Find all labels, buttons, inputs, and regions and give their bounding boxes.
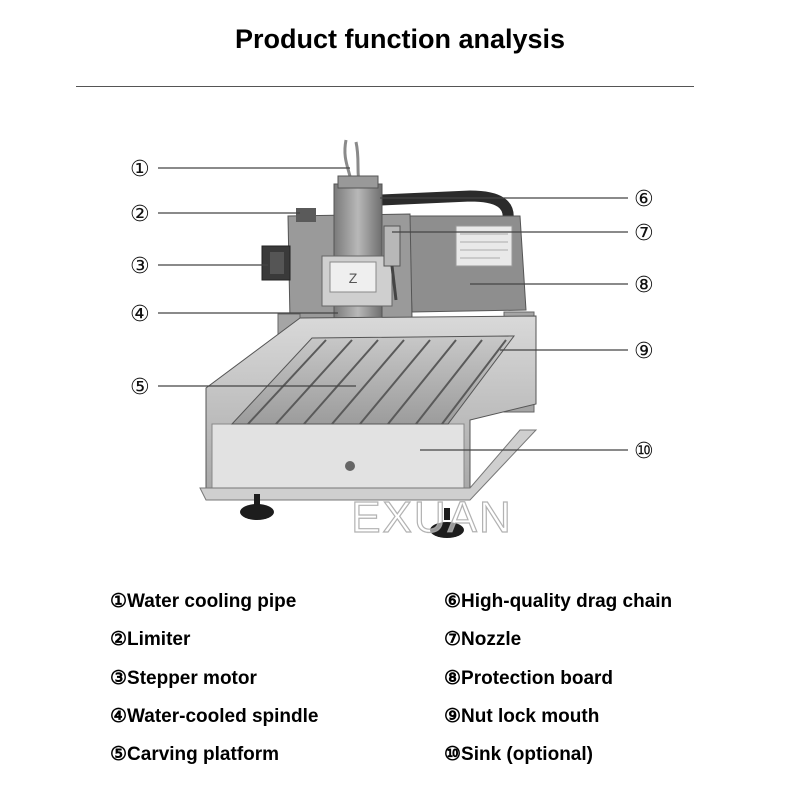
callout-9: ⑨ — [634, 339, 654, 364]
t-slots — [247, 339, 507, 425]
spindle-label-plate — [329, 261, 377, 293]
title-divider — [76, 86, 694, 87]
watermark: EXUAN — [351, 493, 513, 542]
machine-diagram: Z EXUAN — [130, 139, 654, 543]
legend-item-nozzle: ⑦Nozzle — [444, 629, 522, 650]
legend-item-nut-lock-mouth: ⑨Nut lock mouth — [444, 706, 600, 727]
machine-feet — [240, 494, 464, 538]
leader-lines — [158, 167, 628, 451]
legend-item-protection-board: ⑧Protection board — [444, 668, 614, 689]
nozzle — [383, 225, 401, 301]
legend-item-limiter: ②Limiter — [110, 629, 191, 650]
warning-label-lines — [460, 233, 508, 259]
callout-10: ⑩ — [634, 439, 654, 464]
legend-item-water-cooling-pipe: ①Water cooling pipe — [110, 591, 297, 612]
legend-item-water-cooled-spindle: ④Water-cooled spindle — [110, 706, 319, 727]
callout-1: ① — [130, 157, 150, 182]
sink-base — [199, 429, 538, 501]
warning-label — [455, 225, 513, 267]
callout-7: ⑦ — [634, 221, 654, 246]
legend-item-sink: ⑩Sink (optional) — [444, 744, 593, 765]
legend-item-carving-platform: ⑤Carving platform — [110, 744, 280, 765]
callout-4: ④ — [130, 302, 150, 327]
page-title: Product function analysis — [234, 24, 566, 54]
legend-item-drag-chain: ⑥High-quality drag chain — [444, 591, 673, 612]
legend-item-stepper-motor: ③Stepper motor — [110, 668, 257, 689]
spindle-cap — [337, 175, 379, 189]
limiter — [296, 208, 316, 222]
stepper-motor-face — [270, 252, 284, 274]
callout-6: ⑥ — [634, 187, 654, 212]
spindle-label-text: Z — [349, 270, 358, 286]
callout-2: ② — [130, 202, 150, 227]
callout-5: ⑤ — [130, 375, 150, 400]
front-knob — [345, 461, 355, 471]
sink-front — [211, 423, 465, 489]
callout-8: ⑧ — [634, 273, 654, 298]
callout-3: ③ — [130, 254, 150, 279]
carving-platform — [230, 335, 516, 425]
